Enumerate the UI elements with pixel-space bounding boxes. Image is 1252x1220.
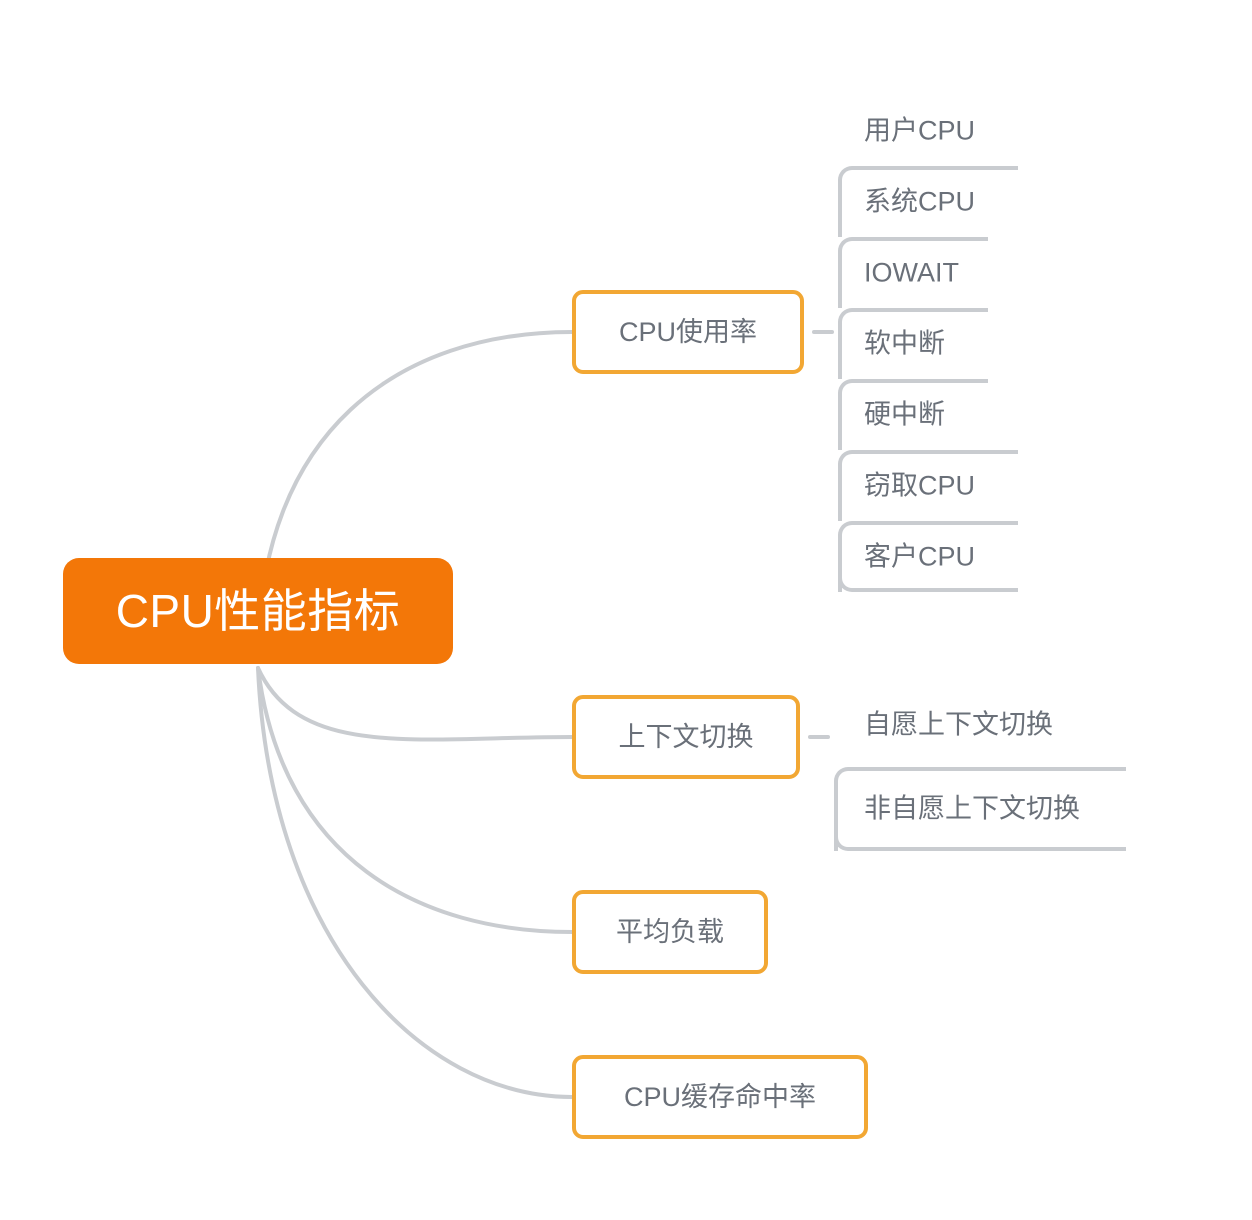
leaf-label: 非自愿上下文切换 [864, 793, 1080, 824]
edge-root-to-context-switch [256, 666, 574, 742]
dash-connector-cpu-usage [812, 330, 834, 334]
leaf-label: 系统CPU [864, 186, 976, 216]
branch-node-cpu-usage[interactable]: CPU使用率 [572, 290, 804, 374]
branch-node-cache-hit-rate[interactable]: CPU缓存命中率 [572, 1055, 868, 1139]
leaf-label: IOWAIT [864, 257, 959, 287]
leaf-label: 硬中断 [864, 399, 945, 429]
branch-node-label: CPU缓存命中率 [623, 1081, 816, 1112]
branch-node-label: CPU使用率 [618, 316, 757, 347]
leaf-label: 软中断 [864, 328, 945, 358]
root-node-label: CPU性能指标 [115, 585, 401, 637]
leaf-bracket [838, 450, 1018, 521]
leaf-bracket [838, 237, 988, 308]
leaf-bracket [838, 166, 1018, 237]
branch-node-label: 平均负载 [616, 916, 724, 947]
leaf-spine-foot [834, 823, 1126, 851]
leaf-label: 窃取CPU [864, 470, 976, 500]
leaf-label: 客户CPU [864, 541, 976, 571]
leaf-bracket [838, 308, 988, 379]
leaf-label: 自愿上下文切换 [864, 709, 1053, 740]
branch-node-load-average[interactable]: 平均负载 [572, 890, 768, 974]
branch-node-context-switch[interactable]: 上下文切换 [572, 695, 800, 779]
leaf-label: 用户CPU [864, 115, 976, 145]
edge-root-to-cache-hit-rate [256, 666, 574, 1099]
edge-root-to-load-average [256, 666, 574, 934]
leaf-bracket [838, 379, 988, 450]
root-node[interactable]: CPU性能指标 [63, 558, 453, 664]
leaf-bracket [838, 521, 1018, 592]
dash-connector-context-switch [808, 735, 830, 739]
leaf-spine-foot [838, 564, 1018, 592]
branch-node-label: 上下文切换 [618, 721, 754, 752]
leaf-bracket [834, 767, 1126, 851]
